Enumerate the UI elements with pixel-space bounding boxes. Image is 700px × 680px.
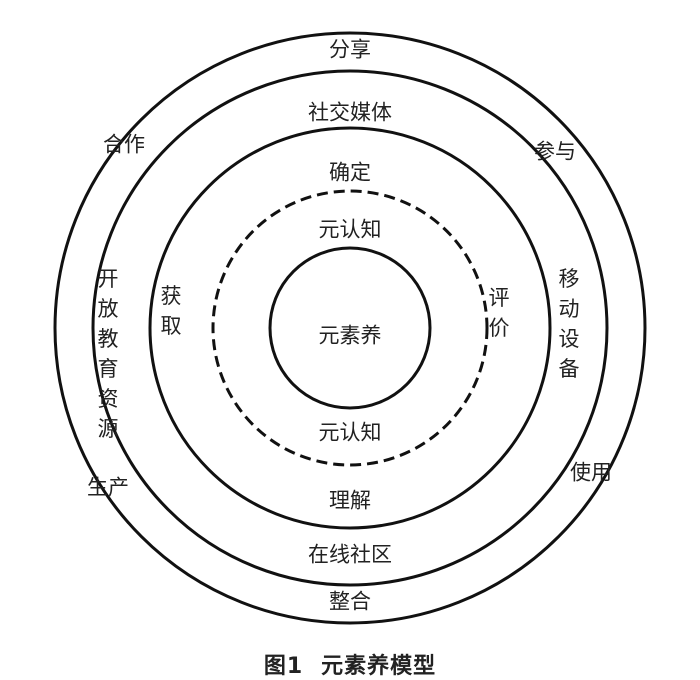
dashed-ring xyxy=(211,189,489,467)
second-ring xyxy=(91,69,609,587)
outer-ring xyxy=(53,31,647,625)
figure-caption: 图1 元素养模型 xyxy=(264,648,436,680)
label-determine: 确定 xyxy=(329,160,371,185)
label-integrate: 整合 xyxy=(329,589,371,614)
label-social-media: 社交媒体 xyxy=(308,100,392,125)
figure-number: 图1 xyxy=(263,654,304,679)
label-online-community: 在线社区 xyxy=(308,542,392,567)
label-acquire: 获取 xyxy=(160,284,182,338)
label-cooperate: 合作 xyxy=(103,132,145,157)
label-center-metaliteracy: 元素养 xyxy=(318,323,382,348)
label-mobile-devices: 移动设备 xyxy=(558,267,580,381)
label-metacognition-top: 元认知 xyxy=(318,217,382,242)
label-open-edu-resources: 开放教育资源 xyxy=(97,267,119,441)
label-produce: 生产 xyxy=(87,475,129,500)
label-use: 使用 xyxy=(570,460,612,485)
figure-title: 元素养模型 xyxy=(321,654,437,679)
label-participate: 参与 xyxy=(534,139,576,164)
label-share: 分享 xyxy=(329,37,371,62)
inner-ring xyxy=(268,246,432,410)
third-ring xyxy=(148,126,552,530)
label-metacognition-bottom: 元认知 xyxy=(318,420,382,445)
label-evaluate: 评价 xyxy=(488,286,510,340)
label-understand: 理解 xyxy=(329,488,371,513)
